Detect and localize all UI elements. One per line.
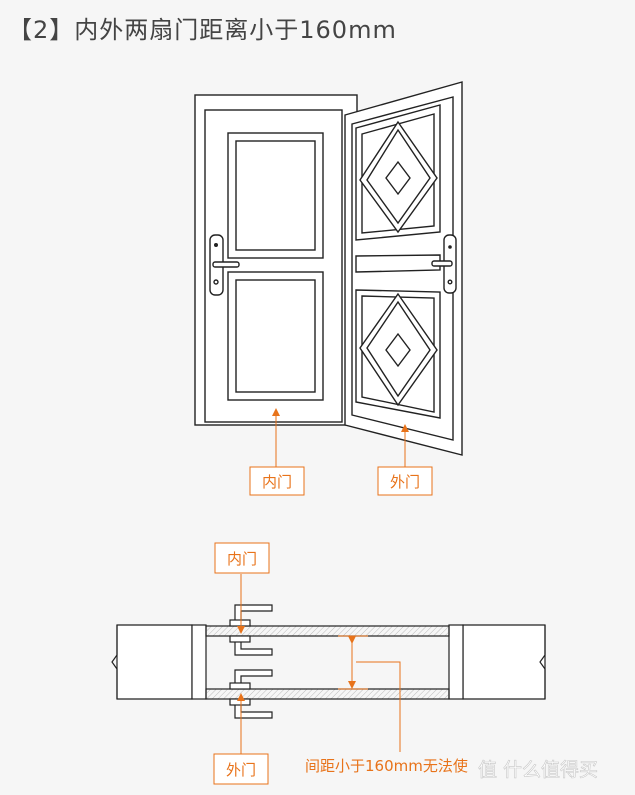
watermark-text: 值 什么值得买 xyxy=(478,759,598,781)
door-lock-icon xyxy=(209,234,240,296)
outer-door-label-box-bottom xyxy=(213,753,269,785)
section-diagram xyxy=(111,604,546,719)
watermark-logo: 值 什么值得买 xyxy=(478,759,599,782)
inner-door-upper-panel xyxy=(227,132,324,259)
inner-door-label-box xyxy=(249,466,305,496)
dimension-annotation xyxy=(237,574,401,754)
door-illustration xyxy=(194,81,463,456)
outer-door-label: 外门 xyxy=(390,473,420,491)
inner-door-lower-panel xyxy=(227,271,324,401)
inner-door-label: 内门 xyxy=(262,473,292,491)
page-title: 【2】内外两扇门距离小于160mm xyxy=(8,16,397,44)
spacing-note: 间距小于160mm无法使 xyxy=(305,757,468,775)
top-labels: 内门 外门 xyxy=(249,408,433,496)
door-lock-icon xyxy=(431,234,457,294)
inner-door-label-bottom: 内门 xyxy=(227,550,257,568)
outer-door-label-bottom: 外门 xyxy=(226,761,256,779)
outer-door-label-box xyxy=(377,466,433,496)
inner-door-label-box-bottom xyxy=(214,542,270,574)
